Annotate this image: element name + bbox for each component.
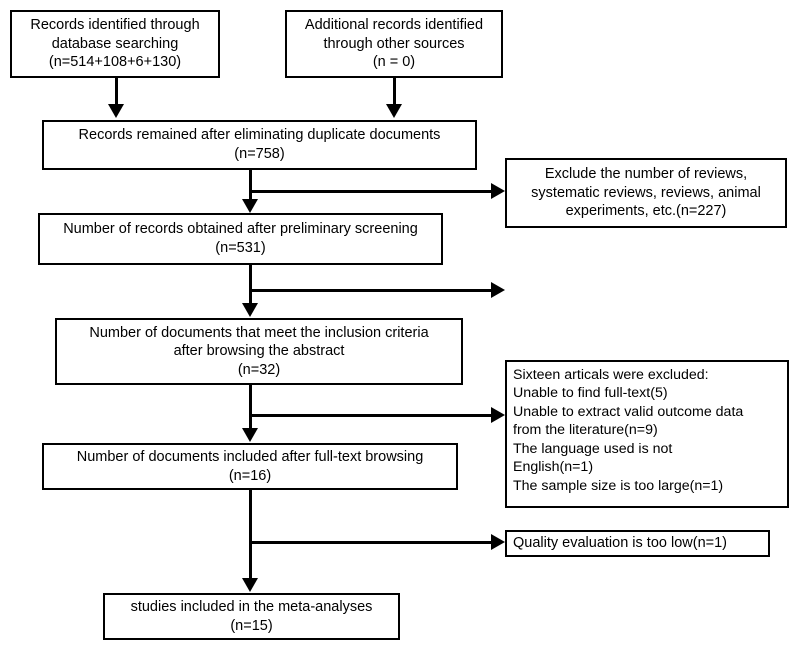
connector-db-to-dedup-stem <box>115 78 118 106</box>
connector-dedup-to-exclude-reviews-line <box>249 190 492 193</box>
connector-inclusion-spine <box>249 385 252 428</box>
node-text: Quality evaluation is too low(n=1) <box>513 535 727 552</box>
arrow-inclusion-to-fulltext-head <box>242 428 258 442</box>
connector-inclusion-to-sixteen-excluded-line <box>249 414 492 417</box>
connector-other-to-dedup-stem <box>393 78 396 106</box>
arrow-screening-to-inclusion-head <box>242 303 258 317</box>
node-studies-in-meta-analyses: studies included in the meta-analyses (n… <box>103 593 400 640</box>
arrow-other-to-dedup-head <box>386 104 402 118</box>
node-documents-after-fulltext: Number of documents included after full-… <box>42 443 458 490</box>
arrow-inclusion-to-sixteen-excluded-head <box>491 407 505 423</box>
arrow-db-to-dedup-head <box>108 104 124 118</box>
node-text: Additional records identified through ot… <box>304 17 484 71</box>
node-text: Number of records obtained after prelimi… <box>63 221 418 256</box>
arrow-fulltext-to-meta-head <box>242 578 258 592</box>
connector-fulltext-spine <box>249 490 252 578</box>
arrow-fulltext-to-quality-low-head <box>491 534 505 550</box>
node-records-database-search: Records identified through database sear… <box>10 10 220 78</box>
node-text: studies included in the meta-analyses (n… <box>130 598 373 634</box>
node-records-other-sources: Additional records identified through ot… <box>285 10 503 78</box>
node-text: Sixteen articals were excluded: Unable t… <box>513 367 744 494</box>
node-exclude-reviews: Exclude the number of reviews, systemati… <box>505 158 787 228</box>
node-text: Exclude the number of reviews, systemati… <box>531 166 761 220</box>
node-quality-evaluation-too-low: Quality evaluation is too low(n=1) <box>505 530 770 557</box>
node-text: Records remained after eliminating dupli… <box>78 127 441 162</box>
arrow-dedup-to-exclude-reviews-head <box>491 183 505 199</box>
node-text: Records identified through database sear… <box>30 17 200 71</box>
connector-screening-spine <box>249 265 252 303</box>
connector-dedup-spine <box>249 170 252 199</box>
arrow-dedup-to-screening-head <box>242 199 258 213</box>
node-records-preliminary-screening: Number of records obtained after prelimi… <box>38 213 443 265</box>
node-records-after-duplicates: Records remained after eliminating dupli… <box>42 120 477 170</box>
connector-screening-branch-orphan-line <box>249 289 492 292</box>
node-sixteen-articles-excluded: Sixteen articals were excluded: Unable t… <box>505 360 789 508</box>
connector-fulltext-to-quality-low-line <box>249 541 492 544</box>
node-text: Number of documents that meet the inclus… <box>89 324 429 378</box>
arrow-screening-branch-orphan-head <box>491 282 505 298</box>
node-documents-inclusion-criteria: Number of documents that meet the inclus… <box>55 318 463 385</box>
node-text: Number of documents included after full-… <box>76 448 424 484</box>
